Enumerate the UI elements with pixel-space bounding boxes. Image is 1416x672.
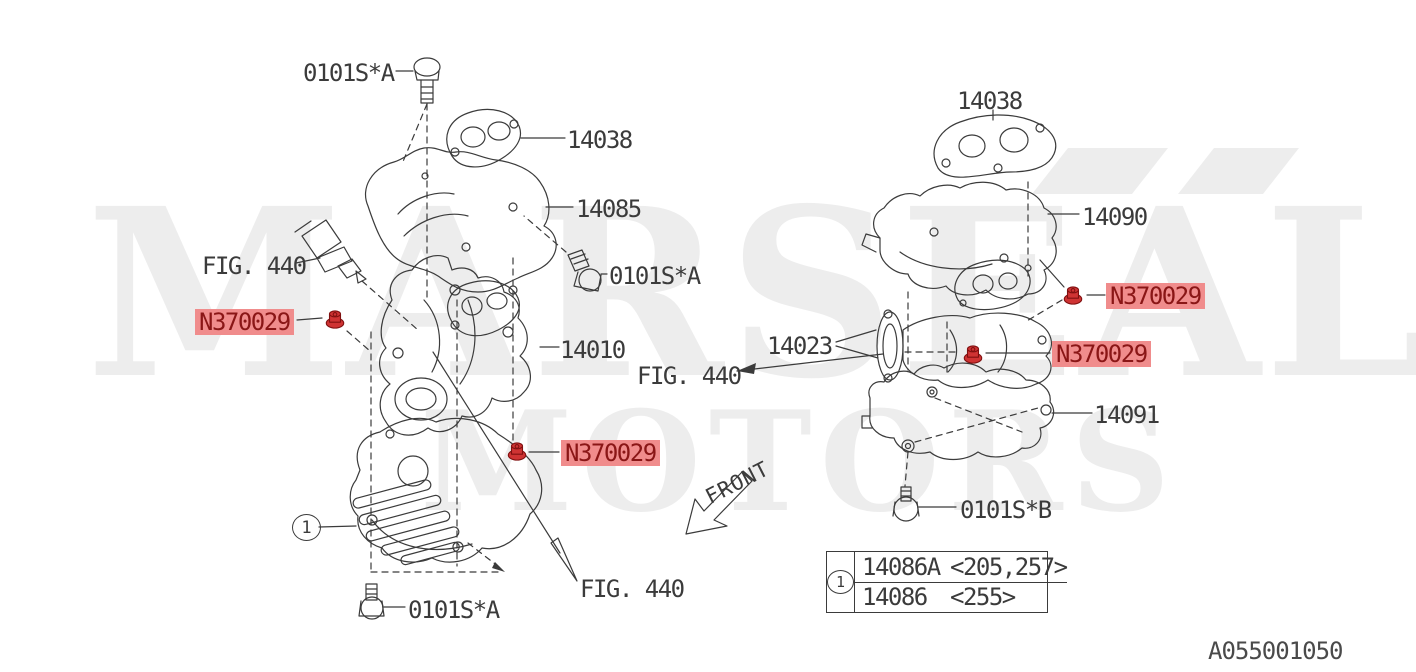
gasket-drawing xyxy=(447,280,520,337)
highlighted-part-label-n370029-mid-right: N370029 xyxy=(1052,341,1151,367)
flange-nut-icon xyxy=(963,345,983,364)
legend-row: 14086A <205,257> xyxy=(855,552,1068,583)
highlighted-part-label-n370029-left: N370029 xyxy=(195,309,294,335)
flange-nut-icon xyxy=(507,442,527,461)
fig-ref-label-center: FIG. 440 xyxy=(637,362,742,390)
part-label-14010: 14010 xyxy=(560,336,626,364)
highlighted-part-label-n370029-lower-left: N370029 xyxy=(561,440,660,466)
flange-nut-icon xyxy=(325,310,345,329)
part-label-0101SA-bottom-left: 0101S*A xyxy=(408,596,500,624)
bolt-icon xyxy=(567,249,602,292)
callout-ref-1-circle: 1 xyxy=(292,514,321,541)
fig-ref-label-lower-left: FIG. 440 xyxy=(580,575,685,603)
cover-drawing xyxy=(349,417,543,566)
gasket-14038-drawing xyxy=(446,108,522,168)
heat-shield-14090-drawing xyxy=(861,181,1057,300)
legend-part-number: 14086 xyxy=(862,583,928,612)
part-label-14090: 14090 xyxy=(1082,203,1148,231)
part-label-14038-left: 14038 xyxy=(567,126,633,154)
legend-part-number: 14086A xyxy=(862,552,941,581)
manifold-14010-drawing xyxy=(379,255,531,436)
legend-applicability: <255> xyxy=(950,583,1016,612)
part-label-14023: 14023 xyxy=(767,332,833,360)
part-label-0101SA-top-left: 0101S*A xyxy=(303,59,395,87)
part-label-14038-right: 14038 xyxy=(957,87,1023,115)
highlighted-part-label-n370029-upper-right: N370029 xyxy=(1106,283,1205,309)
part-label-0101SA-mid-left: 0101S*A xyxy=(609,262,701,290)
flange-nut-icon xyxy=(1063,286,1083,305)
heat-shield-14091-drawing xyxy=(861,362,1055,461)
front-direction-arrow xyxy=(685,471,753,535)
bolt-icon xyxy=(358,583,385,620)
fig-ref-label-upper-left: FIG. 440 xyxy=(202,252,307,280)
part-label-14085: 14085 xyxy=(576,195,642,223)
legend-applicability: <205,257> xyxy=(950,552,1068,581)
gasket-drawing xyxy=(954,259,1032,311)
part-label-14091: 14091 xyxy=(1094,401,1160,429)
legend-row: 14086 <255> xyxy=(855,583,1067,613)
right-assembly-drawing xyxy=(835,109,1106,522)
legend-rows: 14086A <205,257> 14086 <255> xyxy=(855,552,1068,613)
legend-ref-1-circle: 1 xyxy=(827,570,854,594)
part-label-0101SB: 0101S*B xyxy=(960,496,1052,524)
bolt-icon xyxy=(413,57,441,104)
bolt-icon xyxy=(892,486,920,522)
heat-shield-14085-drawing xyxy=(364,147,557,293)
gasket-14038-drawing xyxy=(933,114,1057,178)
manifold-14023-drawing xyxy=(876,309,1053,389)
legend-ref-cell: 1 xyxy=(827,552,855,612)
spark-plug-drawing xyxy=(294,219,367,284)
left-assembly-drawing xyxy=(294,57,608,620)
document-code: A055001050 xyxy=(1208,637,1343,665)
legend-table: 1 14086A <205,257> 14086 <255> xyxy=(826,551,1068,613)
